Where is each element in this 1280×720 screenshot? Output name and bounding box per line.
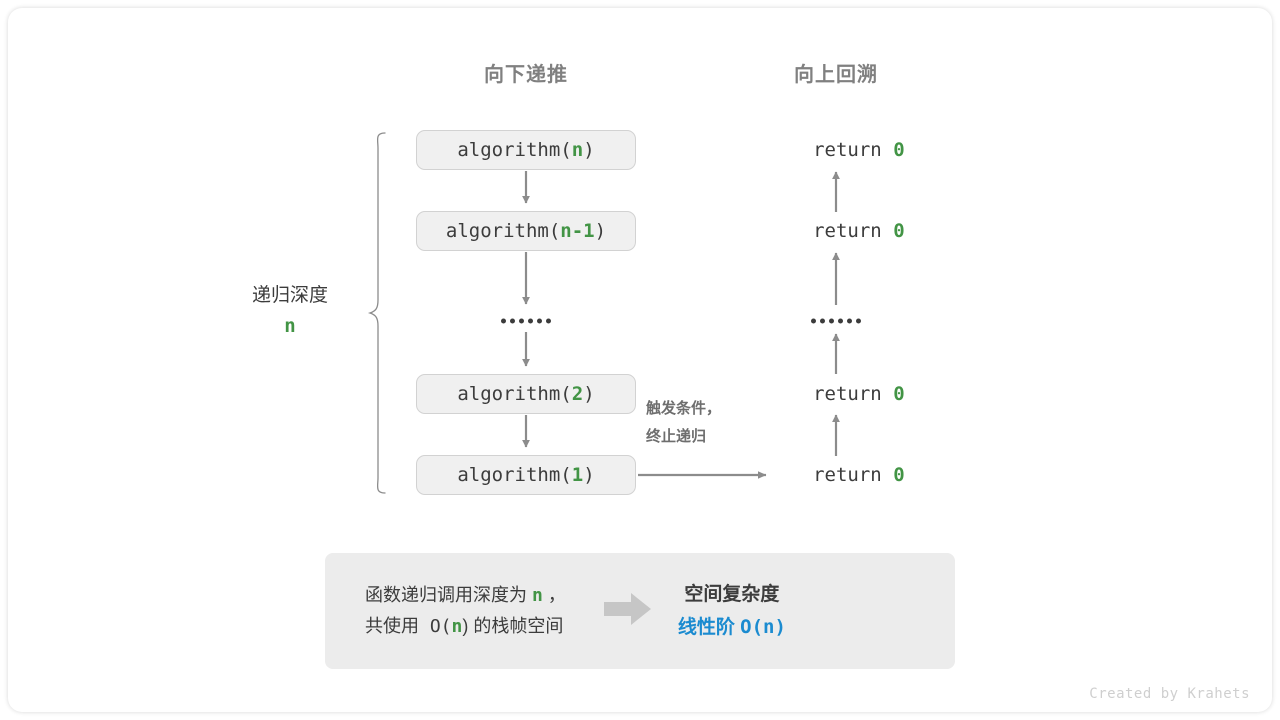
call-box-param: 1 [571,464,584,486]
return-label-4: return 0 [767,442,905,508]
ellipsis-dots-left [501,318,551,324]
call-box-param: 2 [571,383,584,405]
trigger-condition-note: 触发条件， 终止递归 [646,395,721,451]
call-box-prefix: algorithm( [457,383,572,405]
call-box-n: algorithm(n) [416,130,636,170]
dot [838,318,843,324]
call-box-param: n-1 [560,220,595,242]
return-keyword: return [813,383,894,405]
call-box-param: n [571,139,584,161]
summary-conclusion: 空间复杂度 线性阶 O(n) [678,578,786,645]
right-block-arrow-icon [603,592,652,631]
dot [856,318,861,324]
recursion-depth-text: 递归深度 [251,285,328,306]
call-box-1: algorithm(1) [416,455,636,495]
trigger-note-line-1: 触发条件， [646,400,722,417]
return-keyword: return [813,139,894,161]
complexity-order-expr: O(n) [740,616,786,638]
dot [501,318,506,324]
return-label-3: return 0 [767,361,905,427]
summary-line-1-param: n [532,584,543,606]
summary-panel: 函数递归调用深度为 n ， 共使用 O(n) 的栈帧空间 空间复杂度 线性阶 O… [325,553,955,669]
return-value: 0 [893,220,905,242]
return-value: 0 [893,139,905,161]
column-header-ascend: 向上回溯 [794,64,878,86]
return-value: 0 [893,383,905,405]
return-value: 0 [893,464,905,486]
call-box-suffix: ) [583,139,595,161]
summary-line-2-text-a: 共使用 O( [365,616,452,637]
recursion-depth-label: 递归深度 n [240,281,340,342]
summary-line-1-text-b: ， [542,584,566,605]
dot [519,318,524,324]
summary-line-2-text-b: ) 的栈帧空间 [462,616,564,636]
dot [528,318,533,324]
call-box-suffix: ) [583,464,595,486]
complexity-order-label: 线性阶 [677,617,741,638]
dot [820,318,825,324]
dot [847,318,852,324]
call-box-prefix: algorithm( [457,139,572,161]
column-header-descend: 向下递推 [484,64,568,86]
summary-line-2-param: n [451,616,463,637]
summary-line-2: 共使用 O(n) 的栈帧空间 [365,611,566,643]
summary-description: 函数递归调用深度为 n ， 共使用 O(n) 的栈帧空间 [365,580,566,643]
call-box-suffix: ) [594,220,607,242]
dot [829,318,834,324]
complexity-title: 空间复杂度 [684,583,780,605]
credit-text: Created by Krahets [1089,686,1250,702]
call-box-2: algorithm(2) [416,374,636,414]
recursion-depth-value: n [284,315,296,338]
call-box-prefix: algorithm( [457,464,572,486]
call-box-n-minus-1: algorithm(n-1) [416,211,636,251]
dot [510,318,515,324]
complexity-value: 线性阶 O(n) [678,611,786,644]
call-box-suffix: ) [583,383,595,405]
summary-line-1: 函数递归调用深度为 n ， [365,580,566,612]
call-box-prefix: algorithm( [445,220,561,242]
dot [546,318,551,324]
ellipsis-dots-right [811,318,861,324]
summary-line-1-text-a: 函数递归调用深度为 [365,584,533,605]
return-keyword: return [813,220,894,242]
return-keyword: return [813,464,894,486]
return-label-1: return 0 [767,117,905,183]
dot [811,318,816,324]
dot [537,318,542,324]
trigger-note-line-2: 终止递归 [646,427,707,445]
return-label-2: return 0 [767,198,905,264]
